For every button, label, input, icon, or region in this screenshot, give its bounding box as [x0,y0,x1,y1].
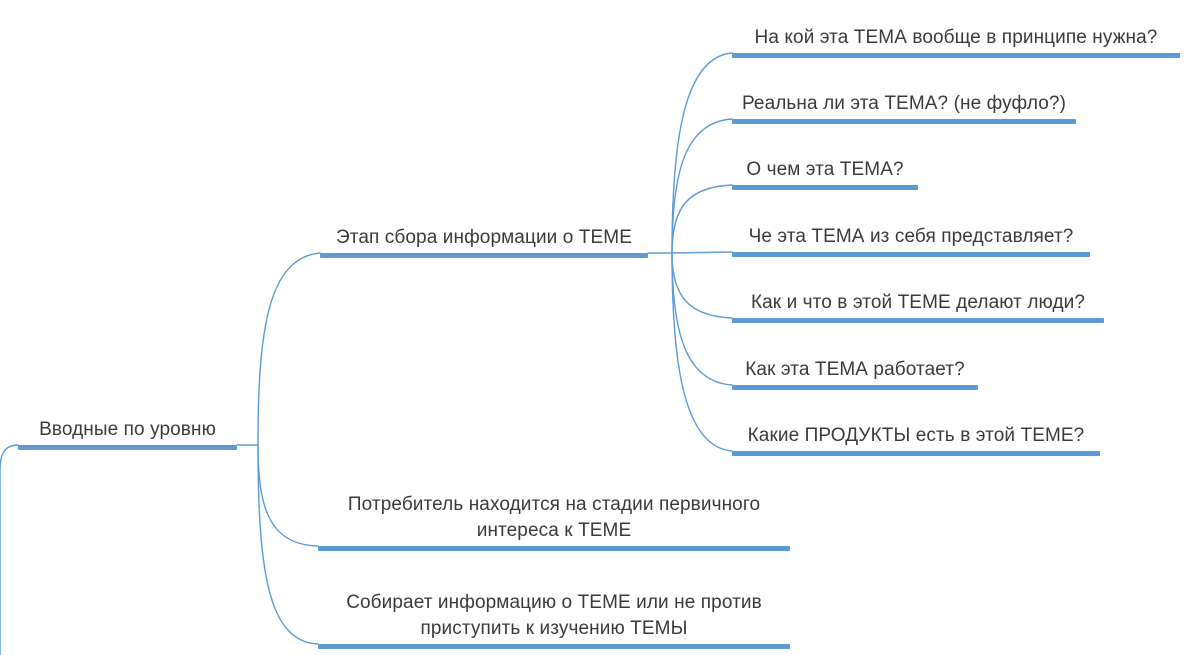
node-root-underline [18,445,237,450]
connector-root-to-branch-2 [257,444,319,547]
node-branch-collects-info-label: Собирает информацию о ТЕМЕ или не против… [346,592,762,639]
node-leaf-what-products[interactable]: Какие ПРОДУКТЫ есть в этой ТЕМЕ? [732,401,1100,456]
node-leaf-what-is-it[interactable]: Че эта ТЕМА из себя представляет? [732,202,1090,257]
node-leaf-about-what-underline [732,185,918,190]
node-branch-primary-interest-underline [318,546,790,551]
node-leaf-how-works[interactable]: Как эта ТЕМА работает? [732,335,978,390]
connector-branch1-to-leaf-7 [671,252,733,452]
node-branch-info-gathering-label: Этап сбора информации о ТЕМЕ [336,227,632,248]
node-leaf-what-people-do-underline [732,318,1104,323]
node-leaf-is-real-underline [732,119,1076,124]
node-leaf-why-needed-label: На кой эта ТЕМА вообще в принципе нужна? [754,27,1158,48]
connector-branch1-to-leaf-6 [671,252,733,386]
node-branch-info-gathering[interactable]: Этап сбора информации о ТЕМЕ [320,203,648,258]
node-leaf-what-products-label: Какие ПРОДУКТЫ есть в этой ТЕМЕ? [747,425,1085,446]
node-leaf-what-is-it-underline [732,252,1090,257]
connector-branch1-to-leaf-3 [671,184,733,254]
node-leaf-why-needed-underline [732,53,1180,58]
node-leaf-what-people-do-label: Как и что в этой ТЕМЕ делают люди? [750,292,1086,313]
node-branch-collects-info-underline [318,644,790,649]
connector-branch1-to-leaf-2 [671,118,733,254]
node-leaf-what-products-underline [732,451,1100,456]
node-branch-info-gathering-underline [320,253,648,258]
node-root[interactable]: Вводные по уровню [18,395,237,450]
node-leaf-how-works-underline [732,385,978,390]
connector-branch1-to-leaf-1 [671,52,733,254]
node-leaf-what-is-it-label: Че эта ТЕМА из себя представляет? [748,226,1074,247]
connector-root-tail [0,444,19,655]
connector-branch1-to-leaf-4 [671,251,733,254]
node-leaf-why-needed[interactable]: На кой эта ТЕМА вообще в принципе нужна? [732,3,1180,58]
node-branch-primary-interest-label: Потребитель находится на стадии первично… [347,494,761,541]
node-leaf-about-what-label: О чем эта ТЕМА? [746,159,904,180]
node-leaf-is-real-label: Реальна ли эта ТЕМА? (не фуфло?) [741,93,1067,114]
node-leaf-is-real[interactable]: Реальна ли эта ТЕМА? (не фуфло?) [732,69,1076,124]
node-branch-primary-interest[interactable]: Потребитель находится на стадии первично… [318,470,790,551]
connector-branch1-to-leaf-5 [671,252,733,319]
node-leaf-how-works-label: Как эта ТЕМА работает? [745,359,965,380]
node-branch-collects-info[interactable]: Собирает информацию о ТЕМЕ или не против… [318,568,790,649]
node-leaf-what-people-do[interactable]: Как и что в этой ТЕМЕ делают люди? [732,268,1104,323]
node-root-label: Вводные по уровню [39,419,216,440]
connector-root-to-branch-1 [257,252,321,446]
connector-root-to-branch-3 [257,444,319,645]
node-leaf-about-what[interactable]: О чем эта ТЕМА? [732,135,918,190]
